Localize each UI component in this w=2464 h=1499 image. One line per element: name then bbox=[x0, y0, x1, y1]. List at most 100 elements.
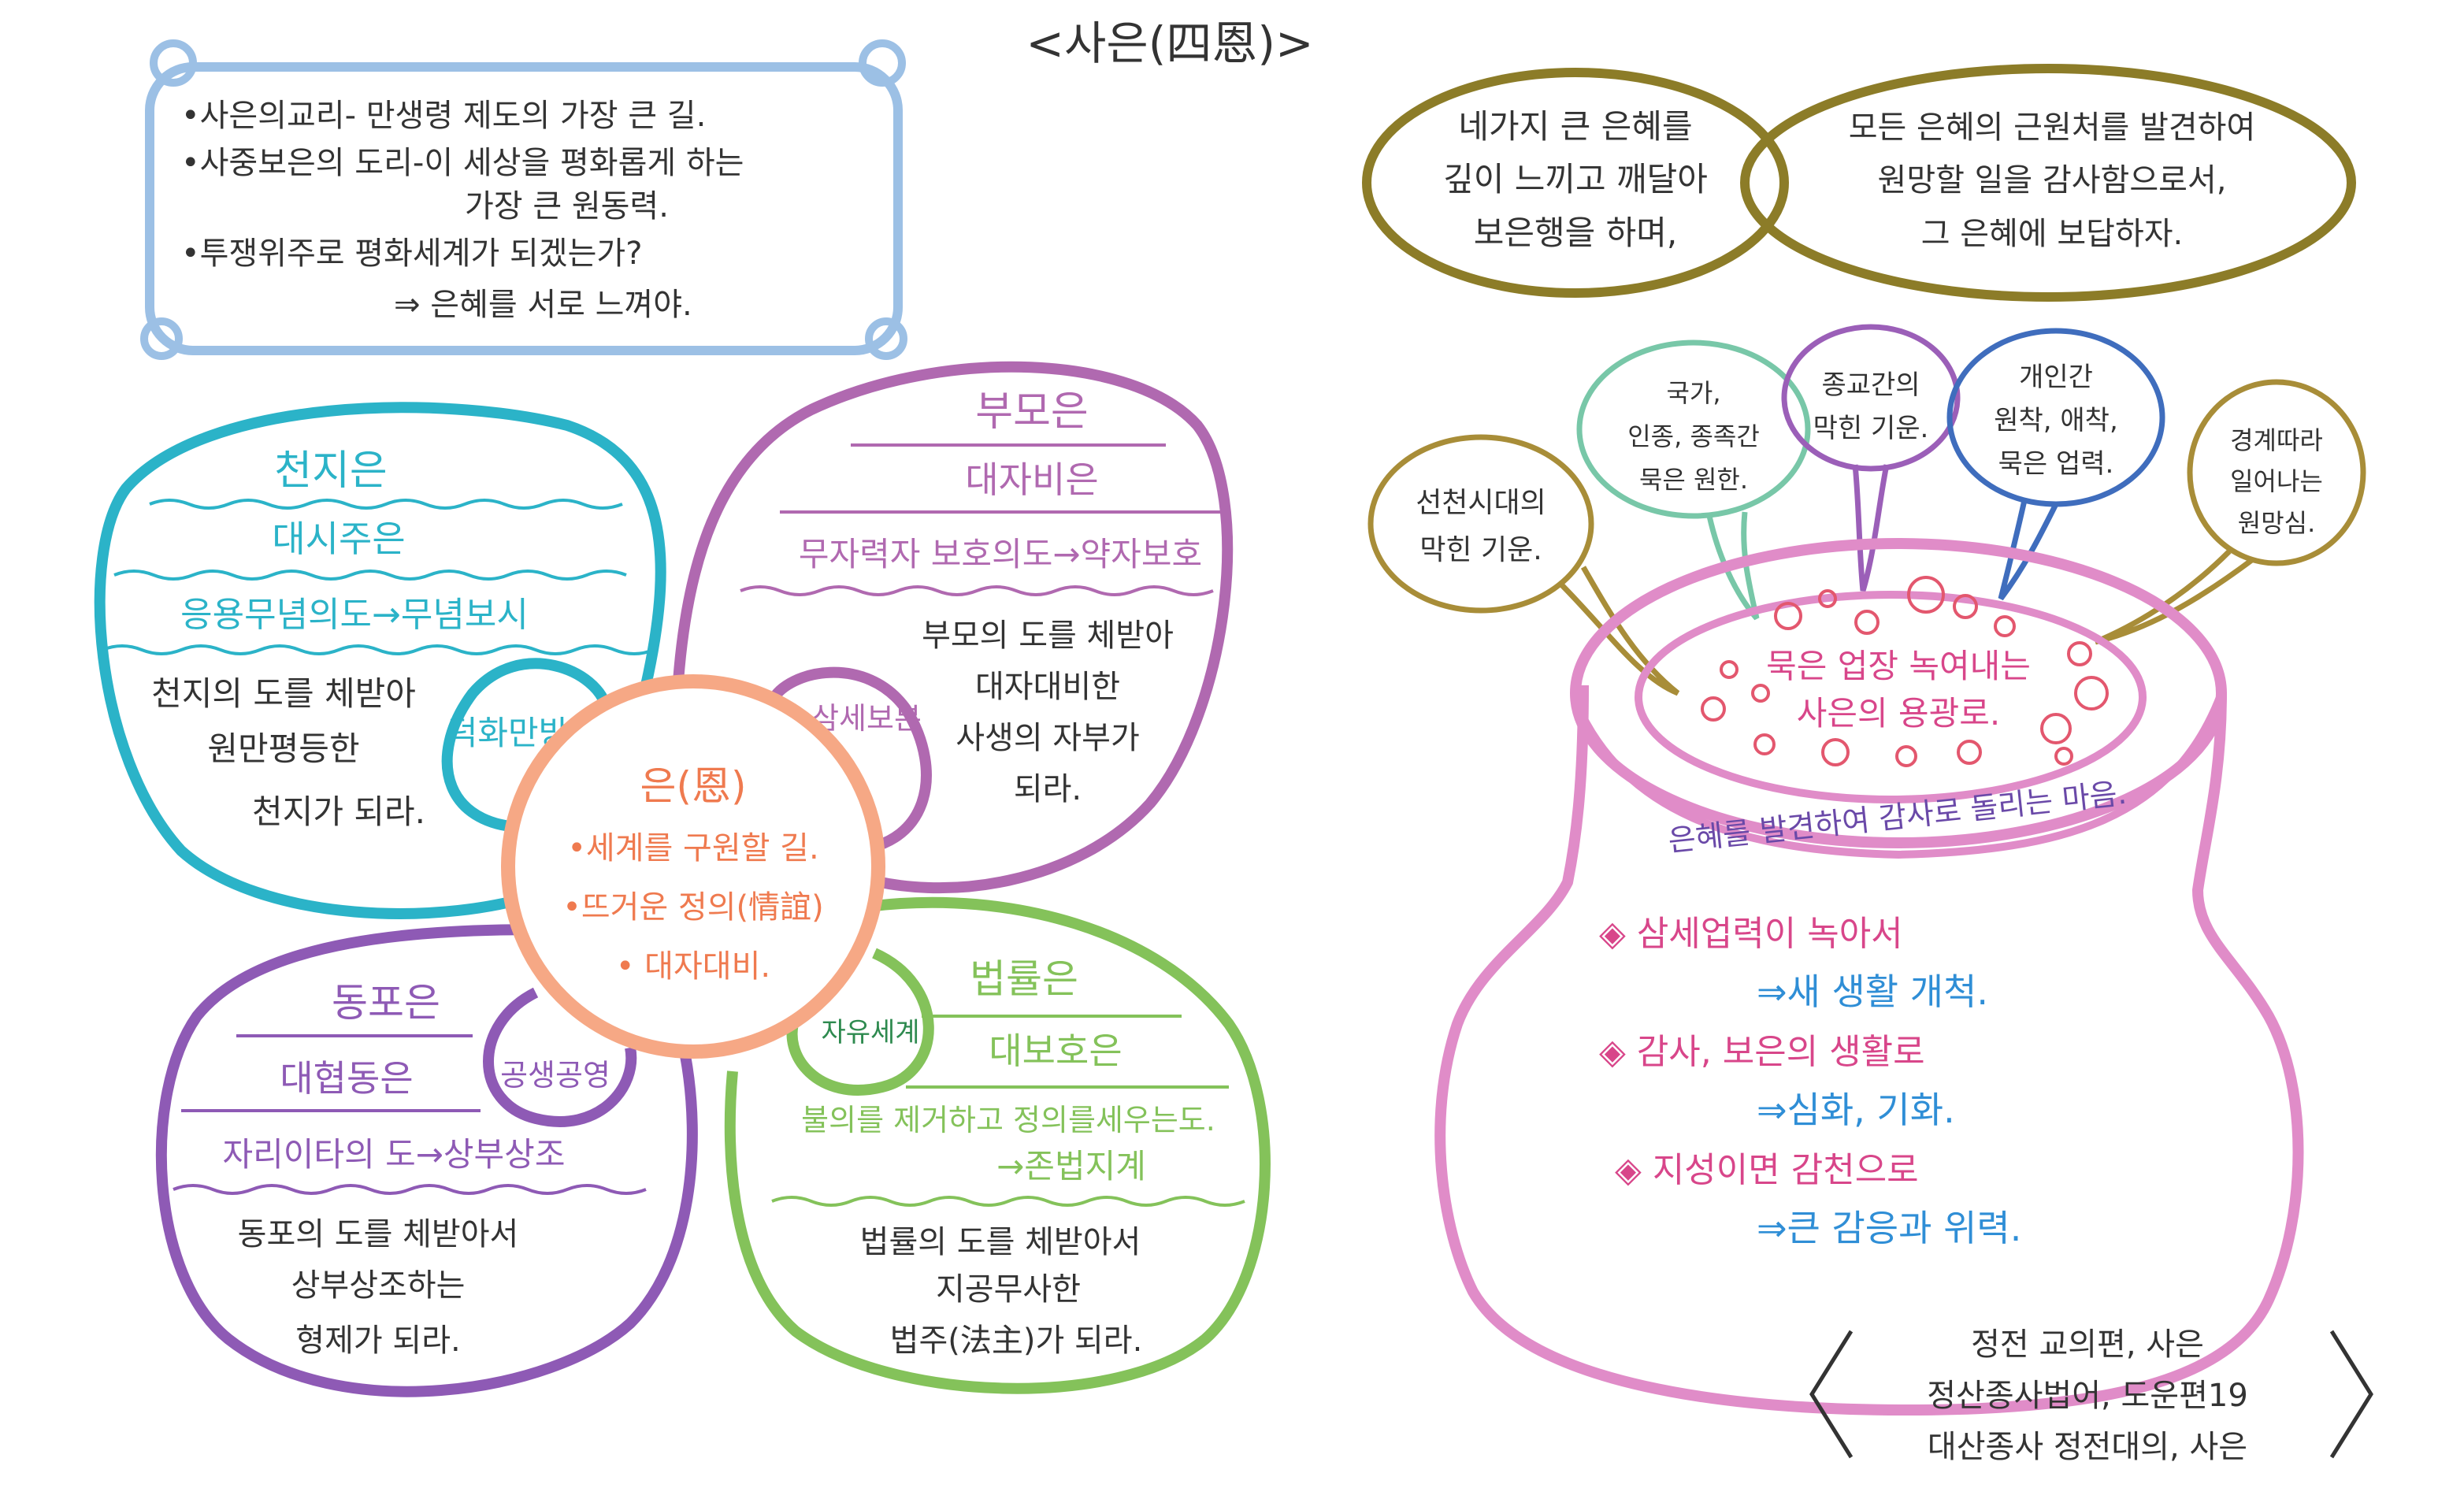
intro-line-3: 가장 큰 원동력. bbox=[465, 188, 669, 224]
bubble-2: 국가, 인종, 종족간 묵은 원한. bbox=[1576, 340, 1811, 621]
petal-beobryul-outline bbox=[724, 896, 1271, 1394]
petal-beobryul-subtitle: 대보호은 bbox=[989, 1030, 1122, 1072]
petal-bumo: 부모은 대자비은 무자력자 보호의도→약자보호 부모의 도를 체받아 대자대비한… bbox=[672, 361, 1234, 894]
petal-beobryul-way-1: 불의를 제거하고 정의를세우는도. bbox=[801, 1103, 1215, 1137]
motto-right-1: 모든 은혜의 근원처를 발견하여 bbox=[1849, 109, 2256, 146]
petal-bumo-tag: 삼세보본 bbox=[811, 701, 922, 736]
center-title: 은(恩) bbox=[640, 763, 746, 809]
bubble-4-line-1: 개인간 bbox=[2019, 362, 2093, 393]
petal-bumo-subtitle: 대자비은 bbox=[965, 458, 1098, 501]
bubble-5-line-2: 일어나는 bbox=[2230, 466, 2323, 496]
bubble-4-tail bbox=[1998, 499, 2059, 601]
motto-left-3: 보은행을 하며, bbox=[1474, 213, 1678, 252]
petal-bumo-body-2: 대자대비한 bbox=[975, 669, 1120, 705]
petal-bumo-body-3: 사생의 자부가 bbox=[956, 720, 1140, 756]
pot-body bbox=[1434, 685, 2304, 1416]
petal-bumo-line-3 bbox=[740, 585, 1214, 596]
mouth-bubble bbox=[1774, 602, 1802, 630]
bubble-5-tail bbox=[2094, 549, 2255, 645]
petal-bumo-body-1: 부모의 도를 체받아 bbox=[922, 618, 1174, 654]
pot-body-2: ⇒새 생활 개척. bbox=[1757, 970, 1988, 1013]
intro-frame bbox=[145, 62, 903, 355]
bubble-1: 선천시대의 막힌 기운. bbox=[1367, 434, 1680, 696]
bubble-5: 경계따라 일어나는 원망심. bbox=[2094, 379, 2366, 645]
petal-beobryul-line-3 bbox=[771, 1196, 1245, 1207]
bubble-3-shape bbox=[1781, 324, 1961, 472]
motto-right-3: 그 은혜에 보답하자. bbox=[1921, 216, 2184, 252]
petal-cheonji-body-1: 천지의 도를 체받아 bbox=[151, 674, 416, 713]
source-line-2: 정산종사법어, 도운편19 bbox=[1927, 1378, 2248, 1414]
mouth-bubble bbox=[1720, 660, 1739, 679]
pot: 묵은 업장 녹여내는 사은의 용광로. 은혜를 발견하여 감사로 돌리는 마음.… bbox=[1434, 538, 2304, 1416]
mouth-bubble bbox=[1821, 738, 1850, 766]
bubble-4-line-2: 원착, 애착, bbox=[1994, 405, 2118, 436]
motto-left-2: 깊이 느끼고 깨달아 bbox=[1443, 160, 1708, 199]
pot-body-4: ⇒심화, 기화. bbox=[1757, 1089, 1955, 1131]
bubble-2-line-1: 국가, bbox=[1666, 378, 1720, 408]
petal-dongpo: 동포은 대협동은 자리이타의 도→상부상조 동포의 도를 체받아서 상부상조하는… bbox=[155, 924, 698, 1397]
motto-left-1: 네가지 큰 은혜를 bbox=[1458, 107, 1692, 146]
petal-cheonji-wave-1 bbox=[149, 499, 623, 510]
mouth-bubble bbox=[2040, 713, 2072, 744]
source-line-1: 정전 교의편, 사은 bbox=[1971, 1326, 2204, 1363]
petal-cheonji-body-2: 원만평등한 bbox=[207, 729, 359, 768]
bubble-4: 개인간 원착, 애착, 묵은 업력. bbox=[1946, 328, 2165, 601]
motto-right-oval bbox=[1740, 64, 2356, 302]
petal-beobryul-tag: 자유세계 bbox=[821, 1017, 919, 1048]
bubble-4-line-3: 묵은 업력. bbox=[1998, 448, 2114, 480]
intro-line-1: •사은의교리- 만생령 제도의 가장 큰 길. bbox=[181, 98, 706, 134]
pot-body-5: ◈ 지성이면 감천으로 bbox=[1615, 1150, 1919, 1190]
bubble-1-line-1: 선천시대의 bbox=[1416, 487, 1546, 519]
pot-mouth-bubbles bbox=[1701, 576, 2109, 767]
petal-cheonji-wave-2 bbox=[113, 570, 627, 581]
mouth-bubble bbox=[1907, 576, 1945, 614]
petal-dongpo-tag: 공생공영 bbox=[500, 1058, 610, 1093]
petal-bumo-body-4: 되라. bbox=[1014, 771, 1082, 807]
petal-beobryul-way-2: →존법지계 bbox=[996, 1147, 1146, 1185]
mouth-bubble bbox=[1751, 684, 1770, 703]
pot-mouth-line-1: 묵은 업장 녹여내는 bbox=[1766, 647, 2031, 685]
bubble-3-line-1: 종교간의 bbox=[1821, 369, 1920, 401]
petal-dongpo-body-1: 동포의 도를 체받아서 bbox=[238, 1216, 519, 1252]
intro-line-4: •투쟁위주로 평화세계가 되겠는가? bbox=[181, 236, 642, 272]
mouth-bubble bbox=[1957, 740, 1982, 765]
petal-bumo-outline bbox=[672, 361, 1234, 894]
petal-dongpo-title: 동포은 bbox=[332, 980, 440, 1026]
source-bracket-right bbox=[2329, 1330, 2373, 1459]
petal-cheonji-way: 응용무념의도→무념보시 bbox=[180, 595, 529, 635]
motto-left-oval bbox=[1362, 68, 1789, 298]
petal-beobryul-body-3: 법주(法主)가 되라. bbox=[890, 1323, 1143, 1359]
petal-dongpo-outline bbox=[155, 924, 698, 1397]
mouth-bubble bbox=[1953, 594, 1978, 619]
mouth-bubble bbox=[1818, 589, 1837, 608]
bubble-3-tail bbox=[1852, 464, 1890, 592]
petal-cheonji-title: 천지은 bbox=[274, 447, 388, 495]
petal-dongpo-subtitle: 대협동은 bbox=[280, 1057, 413, 1100]
center-item-3: • 대자대비. bbox=[616, 948, 770, 985]
center-circle-shape bbox=[501, 674, 885, 1059]
pot-body-3: ◈ 감사, 보은의 생활로 bbox=[1599, 1032, 1925, 1072]
petal-bumo-way: 무자력자 보호의도→약자보호 bbox=[799, 535, 1202, 573]
petal-dongpo-body-3: 형제가 되라. bbox=[295, 1323, 460, 1359]
petal-cheonji: 천지은 대시주은 응용무념의도→무념보시 천지의 도를 체받아 원만평등한 천지… bbox=[94, 402, 666, 919]
pot-rim-inner bbox=[1635, 591, 2147, 803]
petal-beobryul: 법률은 대보호은 불의를 제거하고 정의를세우는도. →존법지계 법률의 도를 … bbox=[724, 896, 1271, 1394]
bubble-1-tail bbox=[1557, 566, 1680, 696]
mouth-bubble bbox=[1994, 615, 2016, 637]
source-line-3: 대산종사 정전대의, 사은 bbox=[1928, 1429, 2247, 1465]
bubble-2-tail bbox=[1706, 511, 1760, 621]
pot-body-6: ⇒큰 감응과 위력. bbox=[1757, 1207, 2021, 1249]
petal-cheonji-body-3: 천지가 되라. bbox=[252, 792, 425, 831]
mouth-bubble bbox=[2067, 641, 2092, 666]
petal-beobryul-curl bbox=[786, 948, 934, 1096]
center-item-1: •세계를 구원할 길. bbox=[567, 830, 818, 866]
intro-curl-br bbox=[865, 317, 907, 360]
bubble-2-line-3: 묵은 원한. bbox=[1639, 465, 1748, 495]
petal-beobryul-body-2: 지공무사한 bbox=[936, 1271, 1081, 1308]
intro-curl-tl bbox=[150, 39, 197, 87]
mouth-bubble bbox=[1701, 696, 1726, 722]
center-circle: 은(恩) •세계를 구원할 길. •뜨거운 정의(情誼) • 대자대비. bbox=[501, 674, 885, 1059]
bubble-2-line-2: 인종, 종족간 bbox=[1627, 421, 1760, 451]
intro-box: •사은의교리- 만생령 제도의 가장 큰 길. •사중보은의 도리-이 세상을 … bbox=[140, 39, 907, 360]
